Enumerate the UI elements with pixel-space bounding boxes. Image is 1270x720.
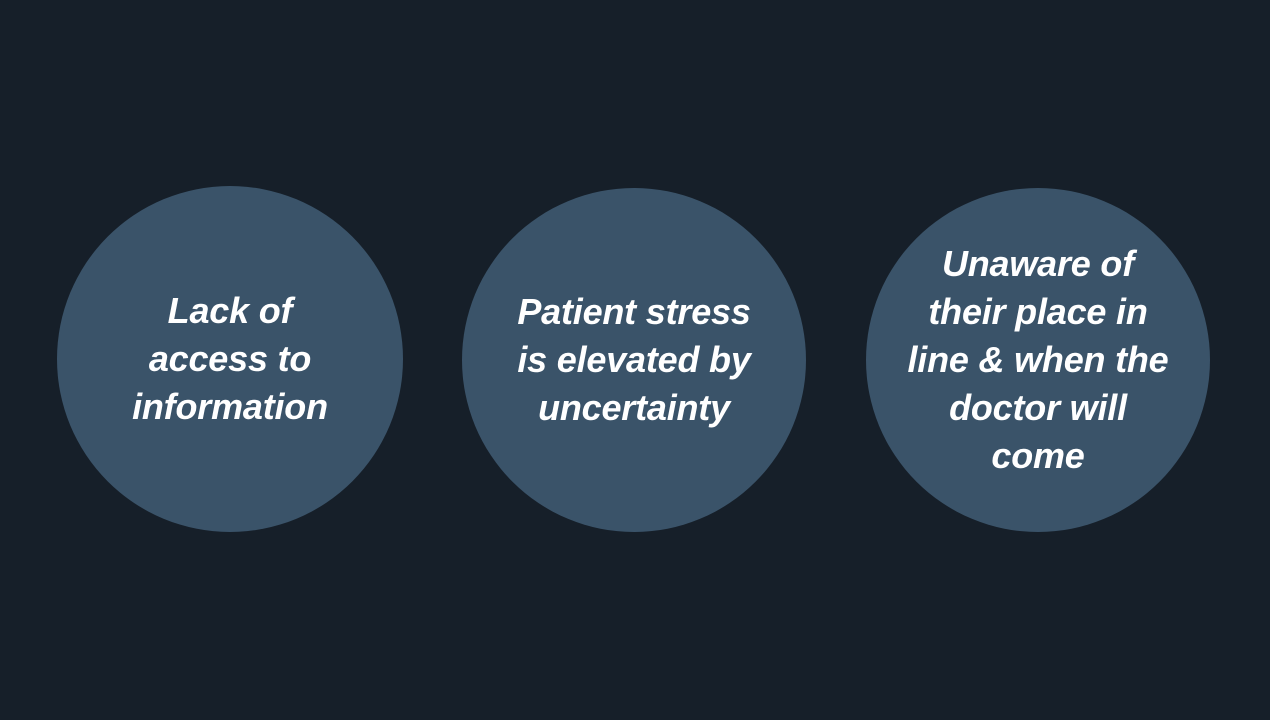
pain-point-circle-3-label: Unaware of their place in line & when th… [907,243,1169,476]
pain-point-circle-2-label: Patient stress is elevated by uncertaint… [517,291,751,428]
pain-point-circle-1: Lack of access to information [57,186,403,532]
pain-point-circle-1-label: Lack of access to information [132,290,328,427]
pain-point-circle-2: Patient stress is elevated by uncertaint… [462,188,806,532]
pain-point-circle-3: Unaware of their place in line & when th… [866,188,1210,532]
